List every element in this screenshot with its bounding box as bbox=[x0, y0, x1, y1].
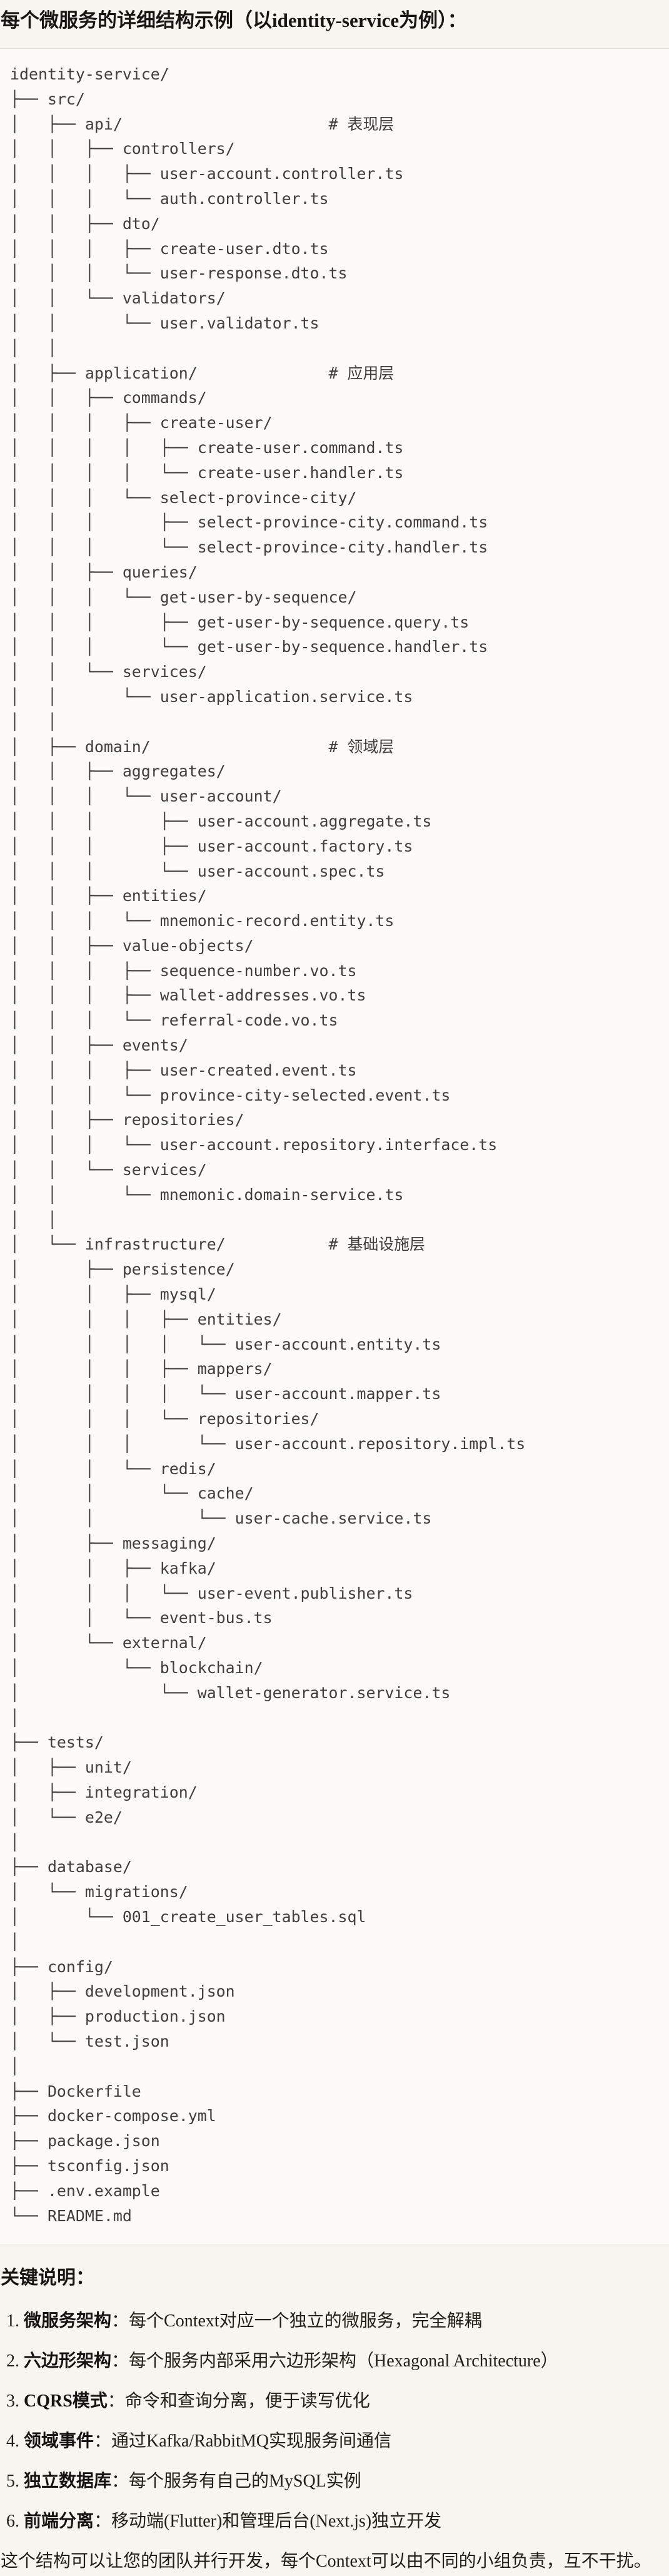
note-item: 1.微服务架构：每个Context对应一个独立的微服务，完全解耦 bbox=[6, 2309, 669, 2334]
note-number: 3. bbox=[6, 2391, 19, 2411]
directory-tree: identity-service/ ├── src/ │ ├── api/ # … bbox=[10, 65, 526, 2225]
note-number: 6. bbox=[6, 2512, 19, 2532]
note-item: 6.前端分离：移动端(Flutter)和管理后台(Next.js)独立开发 bbox=[6, 2509, 669, 2534]
note-text: ：移动端(Flutter)和管理后台(Next.js)独立开发 bbox=[94, 2512, 442, 2532]
note-text: ：每个服务有自己的MySQL实例 bbox=[111, 2472, 361, 2492]
note-text: ：通过Kafka/RabbitMQ实现服务间通信 bbox=[94, 2431, 391, 2451]
note-text: ：每个Context对应一个独立的微服务，完全解耦 bbox=[111, 2311, 482, 2331]
note-number: 5. bbox=[6, 2472, 19, 2492]
note-text: ：命令和查询分离，便于读写优化 bbox=[107, 2391, 370, 2411]
closing-paragraph: 这个结构可以让您的团队并行开发，每个Context可以由不同的小组负责，互不干扰… bbox=[1, 2552, 651, 2572]
note-number: 4. bbox=[6, 2431, 19, 2451]
page-title: 每个微服务的详细结构示例（以identity-service为例）： bbox=[1, 9, 467, 31]
note-label: 前端分离 bbox=[24, 2512, 94, 2532]
note-number: 2. bbox=[6, 2351, 19, 2371]
note-item: 3.CQRS模式：命令和查询分离，便于读写优化 bbox=[6, 2389, 669, 2414]
note-text: ：每个服务内部采用六边形架构（Hexagonal Architecture） bbox=[111, 2351, 558, 2371]
note-label: 领域事件 bbox=[24, 2431, 94, 2451]
key-notes-heading: 关键说明： bbox=[1, 2268, 94, 2289]
note-label: CQRS模式 bbox=[24, 2391, 108, 2411]
note-label: 六边形架构 bbox=[24, 2351, 112, 2371]
note-item: 2.六边形架构：每个服务内部采用六边形架构（Hexagonal Architec… bbox=[6, 2349, 669, 2374]
key-notes-list: 1.微服务架构：每个Context对应一个独立的微服务，完全解耦 2.六边形架构… bbox=[0, 2291, 669, 2534]
note-label: 独立数据库 bbox=[24, 2472, 112, 2492]
code-block: identity-service/ ├── src/ │ ├── api/ # … bbox=[0, 48, 669, 2245]
note-item: 5.独立数据库：每个服务有自己的MySQL实例 bbox=[6, 2469, 669, 2494]
note-label: 微服务架构 bbox=[24, 2311, 112, 2331]
note-item: 4.领域事件：通过Kafka/RabbitMQ实现服务间通信 bbox=[6, 2429, 669, 2454]
note-number: 1. bbox=[6, 2311, 19, 2331]
